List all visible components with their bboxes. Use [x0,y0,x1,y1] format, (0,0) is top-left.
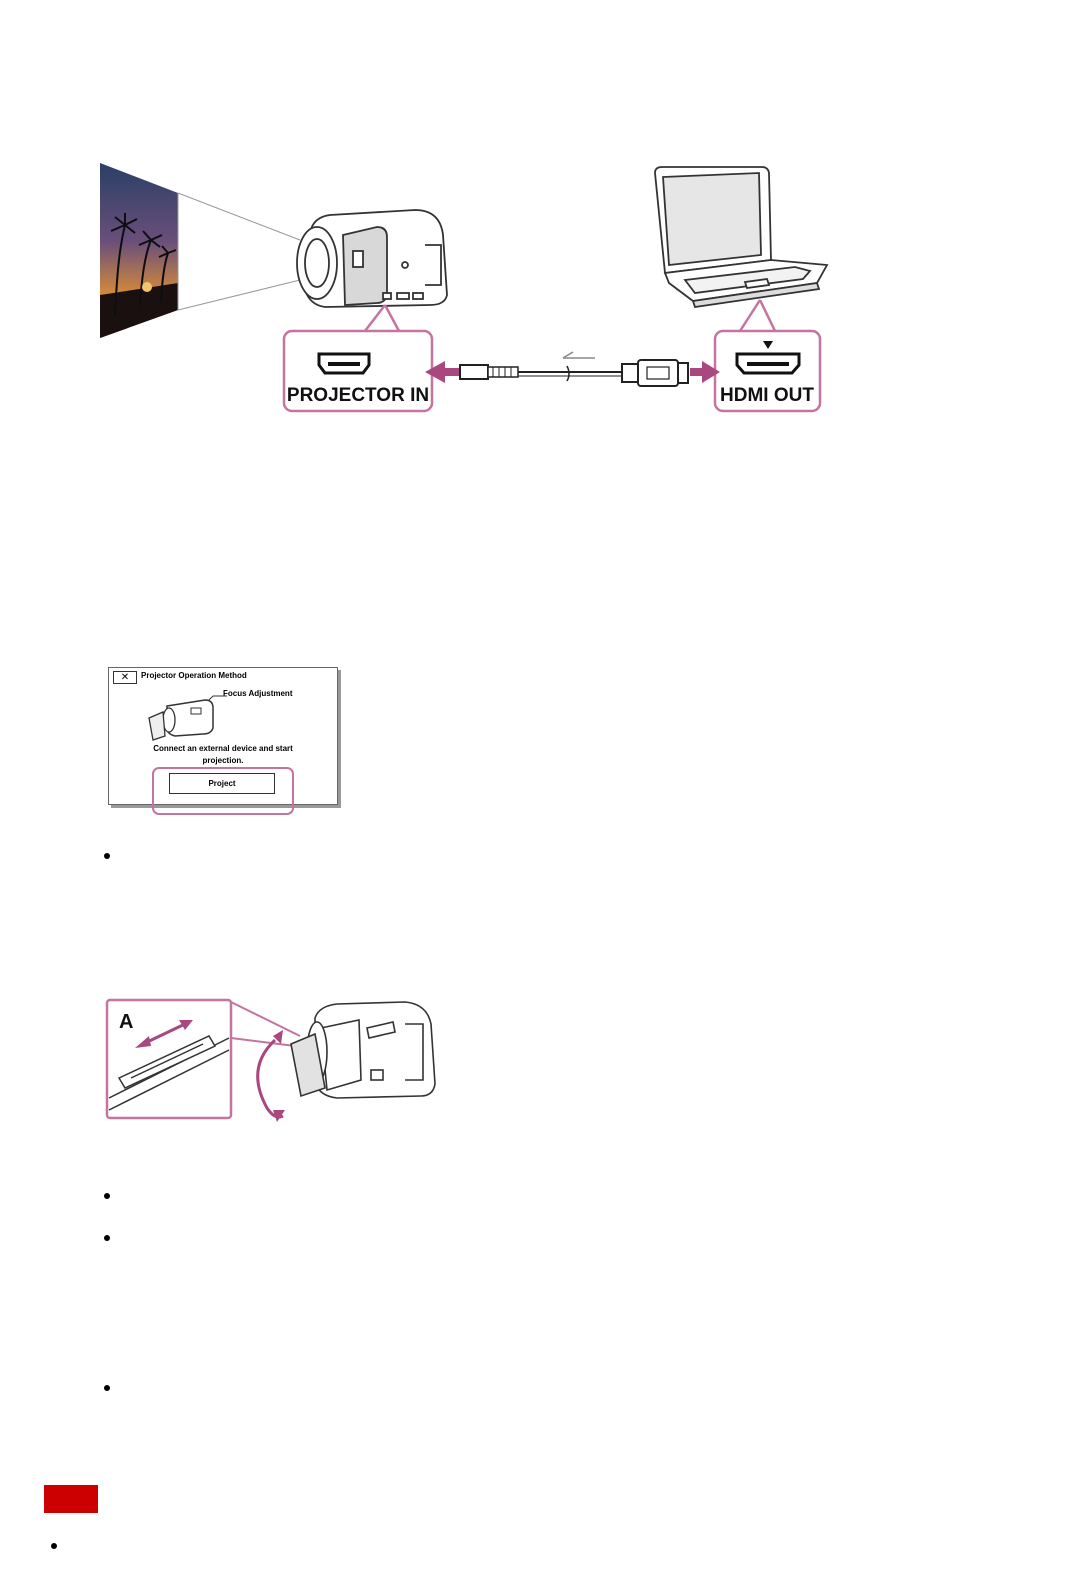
screen-message-line1: Connect an external device and start [109,744,337,753]
hdmi-out-label: HDMI OUT [720,385,814,406]
list-bullet [51,1543,57,1549]
projector-in-label: PROJECTOR IN [287,385,429,406]
screen-message-line2: projection. [109,756,337,765]
projected-image [100,163,178,338]
connection-illustration: PROJECTOR IN HDMI OUT [95,155,835,420]
project-button-highlight [152,767,294,815]
screen-title: Projector Operation Method [141,671,247,680]
hdmi-port-icon [319,354,369,373]
note-heading-bar [44,1485,98,1513]
camcorder-icon [147,692,227,742]
laptop-icon [655,167,827,307]
list-bullet [104,1385,110,1391]
camcorder-icon [291,1002,435,1098]
focus-lever-illustration: A [105,998,445,1123]
list-bullet [104,853,110,859]
hdmi-cable-icon [425,352,720,386]
focus-adjustment-label: Focus Adjustment [223,689,292,698]
arrow-icon [563,352,595,358]
list-bullet [104,1193,110,1199]
camcorder-icon [297,210,447,307]
callout-label: A [119,1011,133,1033]
list-bullet [104,1235,110,1241]
close-icon[interactable]: ✕ [113,671,137,684]
arrow-icon [258,1030,285,1122]
